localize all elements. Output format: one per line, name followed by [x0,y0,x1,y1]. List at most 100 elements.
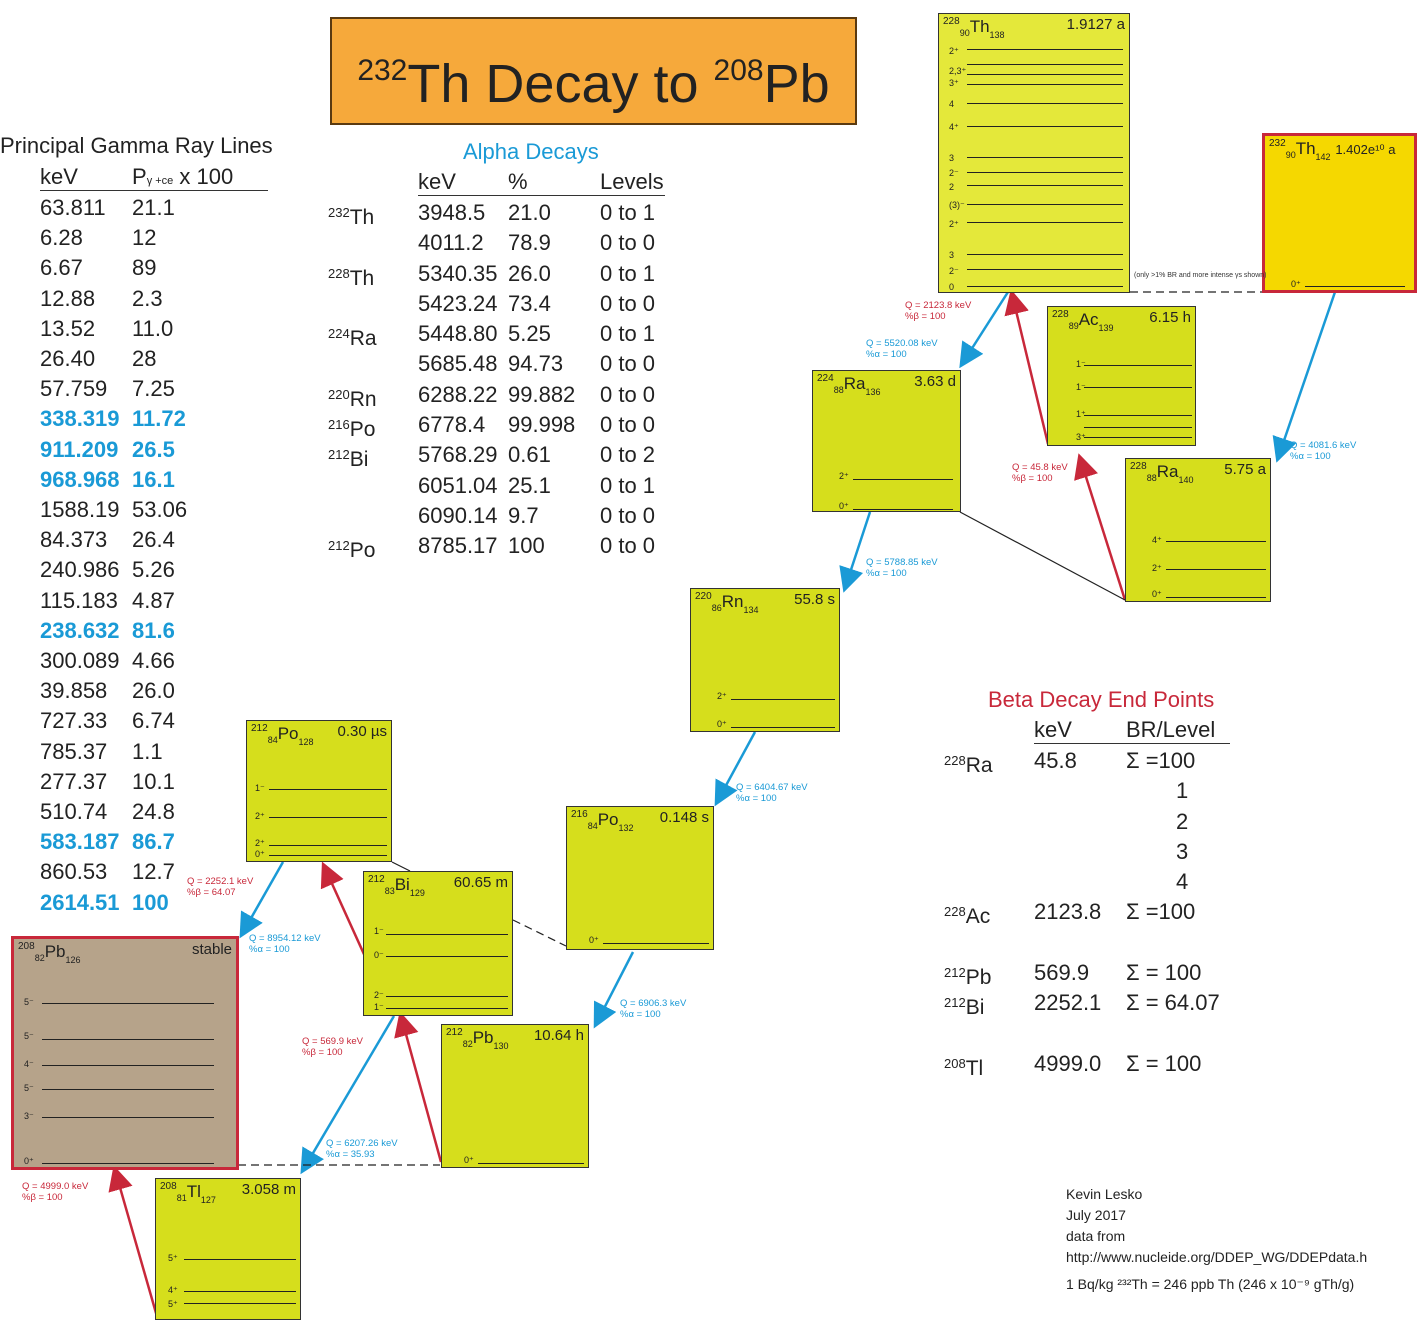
gamma-energy: 84.373 [40,527,108,553]
gamma-row: 277.37 10.1 [40,767,187,797]
gamma-energy: 510.74 [40,799,108,825]
alpha-levels: 0 to 0 [600,381,656,407]
gamma-intensity: 26.0 [132,678,175,704]
alpha-row: 6090.14 9.7 0 to 0 [328,501,655,531]
gamma-energy: 968.968 [40,466,120,492]
beta-br: 3 [1176,838,1189,864]
alpha-levels: 0 to 1 [600,321,656,347]
alpha-energy: 6288.22 [418,381,498,407]
alpha-energy: 6778.4 [418,412,486,438]
gamma-energy: 6.28 [40,225,83,251]
box-pb212: 21282Pb130 10.64 h 0⁺ [441,1024,589,1168]
gamma-intensity: 11.72 [132,406,186,432]
gamma-energy: 277.37 [40,768,108,794]
gamma-energy: 26.40 [40,346,96,372]
beta-energy: 45.8 [1034,748,1077,773]
gamma-energy: 338.319 [40,406,120,432]
halflife-tl208: 3.058 m [241,1181,296,1198]
alpha-levels: 0 to 1 [600,260,656,286]
alpha-energy: 5685.48 [418,351,498,377]
beta-br: Σ = 100 [1126,960,1202,986]
gamma-intensity: 12 [132,225,157,251]
q-rn220: Q = 6404.67 keV%α = 100 [736,782,808,804]
gamma-col-p: Pγ +ce x 100 [132,164,234,189]
gamma-energy: 57.759 [40,376,108,402]
beta-energy: 2123.8 [1034,899,1102,925]
gamma-intensity: 6.74 [132,708,175,734]
gamma-energy: 6.67 [40,255,83,281]
credits-date: July 2017 [1066,1207,1126,1223]
beta-row: 4 [944,867,1220,897]
halflife-bi212: 60.65 m [453,874,508,891]
q-pb212: Q = 569.9 keV%β = 100 [302,1036,363,1058]
alpha-levels: 0 to 0 [600,351,656,377]
beta-energy: 569.9 [1034,960,1090,986]
arrow-ra224-alpha [839,511,872,593]
gamma-row: 6.67 89 [40,253,187,283]
alpha-percent: 9.7 [508,502,539,528]
gamma-intensity: 26.5 [132,436,175,462]
alpha-energy: 4011.2 [418,230,484,256]
alpha-col-levels: Levels [600,169,664,194]
label-th232: 23290Th142 1.402e¹⁰ a [1269,138,1396,162]
halflife-po212: 0.30 µs [337,723,387,740]
gamma-energy: 63.811 [40,195,106,220]
alpha-col-kev: keV [418,169,456,194]
beta-row: 2 [944,807,1220,837]
gamma-intensity: 100 [132,889,169,915]
gamma-energy: 860.53 [40,859,108,885]
alpha-levels: 0 to 1 [600,200,656,225]
q-tl208: Q = 4999.0 keV%β = 100 [22,1181,89,1203]
alpha-nuclide: 212Po [328,538,376,563]
box-ac228: 22889Ac139 6.15 h 1⁻1⁻ 1⁺3⁺ [1047,306,1196,446]
box-ra228: 22888Ra140 5.75 a 4⁺2⁺0⁺ [1125,458,1271,602]
q-bi212-alpha: Q = 6207.26 keV%α = 35.93 [326,1138,398,1160]
alpha-header-row: keV % Levels [418,169,665,196]
gamma-intensity: 21.1 [132,195,175,220]
arrow-po216-alpha [593,951,635,1029]
gamma-intensity: 5.26 [132,557,175,583]
gamma-intensity: 10.1 [132,768,175,794]
gamma-intensity: 89 [132,255,157,281]
beta-col-kev: keV [1034,717,1072,742]
alpha-levels: 0 to 0 [600,290,656,316]
beta-br: 2 [1176,808,1189,834]
gamma-intensity: 2.3 [132,285,163,311]
beta-energy: 2252.1 [1034,990,1102,1016]
alpha-nuclide: 220Rn [328,386,377,411]
arrow-ac228-beta [1004,289,1050,445]
alpha-percent: 99.998 [508,412,576,438]
gamma-intensity: 11.0 [132,315,174,341]
alpha-percent: 21.0 [508,200,551,225]
alpha-energy: 6090.14 [418,502,498,528]
alpha-levels: 0 to 0 [600,502,656,528]
box-ra224: 22488Ra136 3.63 d 2⁺0⁺ [812,370,961,512]
label-po216: 21684Po132 [571,809,634,833]
alpha-percent: 94.73 [508,351,564,377]
beta-br: Σ = 64.07 [1126,990,1220,1016]
alpha-heading: Alpha Decays [463,139,599,164]
beta-br: 4 [1176,869,1189,895]
alpha-energy: 5768.29 [418,442,498,468]
arrow-bi212-alpha [300,1015,396,1175]
label-po212: 21284Po128 [251,723,314,747]
credits-url[interactable]: http://www.nucleide.org/DDEP_WG/DDEPdata… [1066,1249,1368,1265]
gamma-row: 6.28 12 [40,223,187,253]
q-po216: Q = 6906.3 keV%α = 100 [620,998,687,1020]
arrow-rn220-alpha [714,731,757,807]
